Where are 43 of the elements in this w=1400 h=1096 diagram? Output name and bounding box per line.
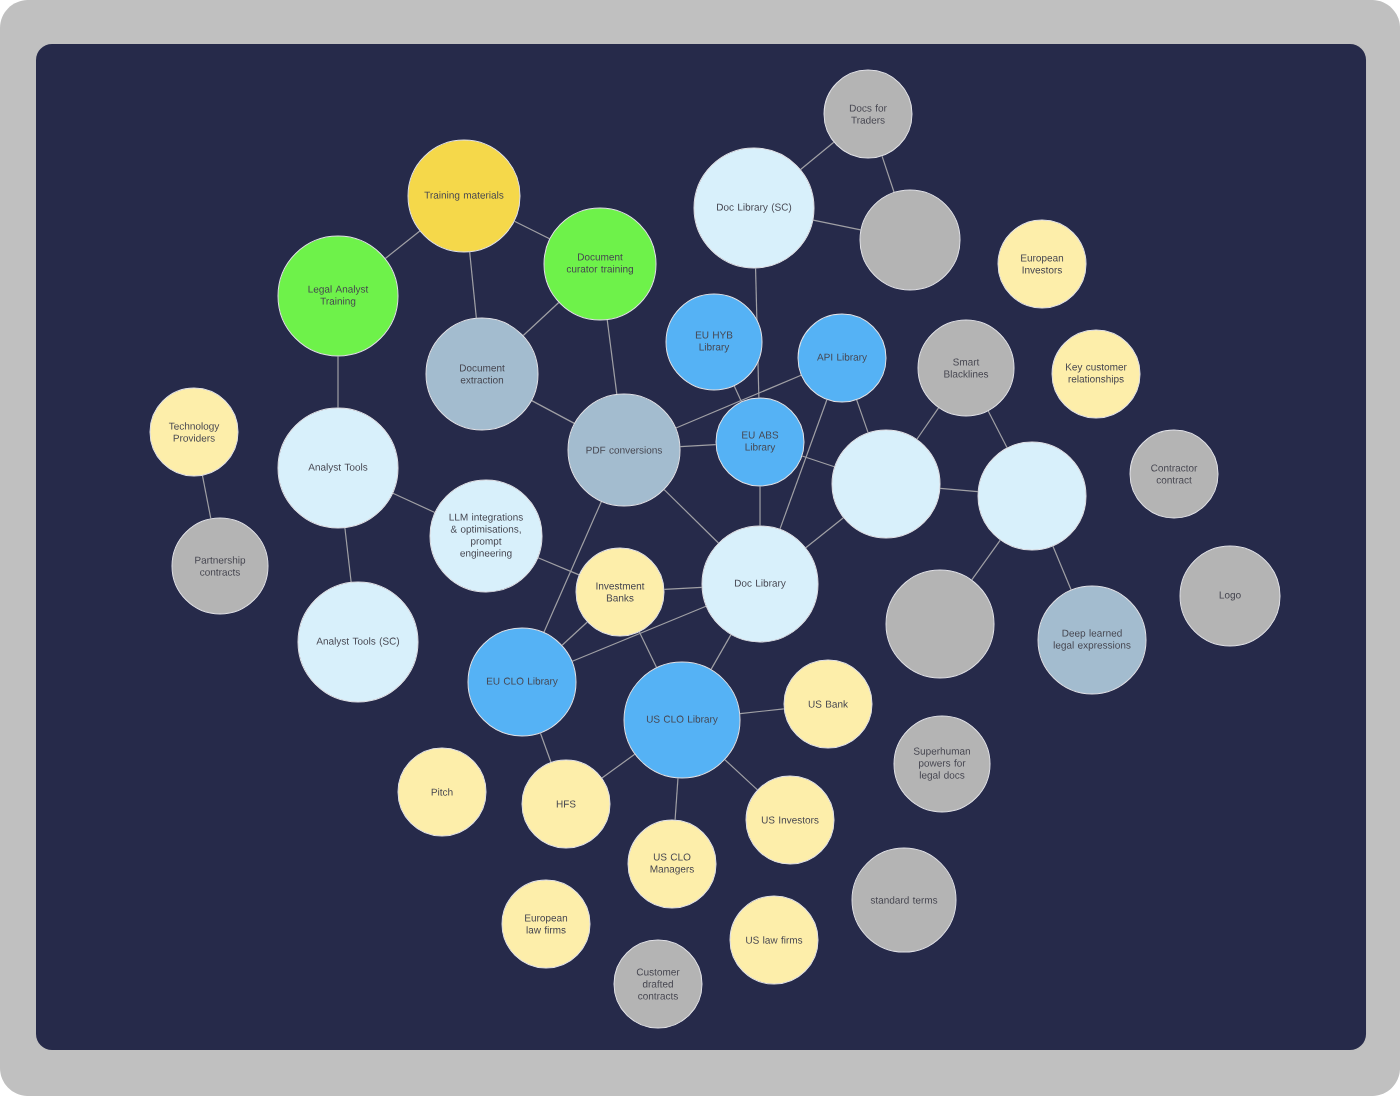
connector-line [469,251,477,319]
connector-line [733,385,743,403]
connector-line [337,355,339,409]
connector-line [531,400,575,424]
connector-line [537,557,580,576]
connector-line [344,527,352,583]
connector-line [513,220,551,240]
connector-line [812,219,862,231]
connector-line [710,634,732,670]
connector-line [800,141,835,171]
empty-circle [859,189,961,291]
connector-line [679,444,717,448]
connector-line [392,492,436,514]
connector-line [856,399,869,434]
connector-line [384,230,421,260]
connector-line [663,586,703,591]
connector-line [601,753,636,779]
connector-line [801,455,835,468]
connector-line [971,539,1001,581]
connector-line [1052,545,1072,591]
connector-line [663,488,719,544]
connector-line [522,301,560,337]
connector-line [724,759,759,791]
connector-line [638,631,658,669]
connector-line [674,777,679,821]
connector-line [606,319,618,395]
connector-line [539,732,552,763]
connector-line [987,410,1008,449]
connector-line [561,621,588,646]
empty-circle [885,569,995,679]
connector-line [201,475,212,520]
connector-line [571,605,707,662]
connector-line [543,501,602,633]
connector-line [779,399,828,530]
connector-line [739,708,785,715]
connector-line [939,487,979,493]
empty-circle [831,429,941,539]
connector-line [916,407,940,440]
connector-line [675,374,802,429]
connector-line [881,155,895,193]
connector-line [759,485,761,527]
connector-line [805,517,844,549]
empty-circle [977,441,1087,551]
